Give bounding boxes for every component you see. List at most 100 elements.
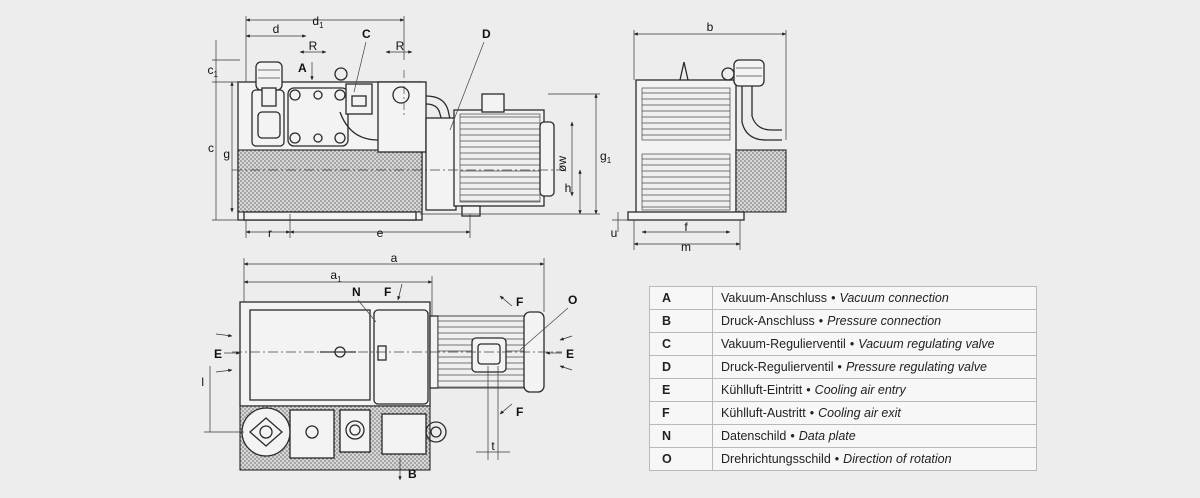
dim-r: r <box>268 226 272 240</box>
legend-german: Kühlluft-Eintritt <box>721 383 803 397</box>
legend-key: F <box>649 401 713 425</box>
legend-separator: • <box>837 360 842 374</box>
legend-key: O <box>649 447 713 471</box>
cover-bolts <box>289 89 346 144</box>
dim-g: g <box>223 147 230 161</box>
dim-g1: g1 <box>600 149 612 165</box>
dim-d: d <box>273 22 280 36</box>
callout-E-right: E <box>566 347 574 361</box>
top-view-dimensions: a a1 l t <box>201 251 545 460</box>
dim-f: f <box>684 220 688 234</box>
motor <box>453 93 555 217</box>
valve-block <box>377 81 427 153</box>
dim-l: l <box>201 375 204 389</box>
callout-F-motor-bottom: F <box>516 405 523 419</box>
front-view <box>232 61 562 221</box>
callout-N: N <box>352 285 361 299</box>
dim-u: u <box>611 226 618 240</box>
legend-english: Pressure connection <box>827 314 942 328</box>
dim-h: h <box>565 181 572 195</box>
dim-R-right: R <box>396 39 405 53</box>
legend-german: Druck-Regulierventil <box>721 360 834 374</box>
legend-separator: • <box>849 337 855 351</box>
legend-key: A <box>649 286 713 310</box>
legend-english: Data plate <box>798 429 856 443</box>
front-view-callouts: C D A <box>298 27 491 131</box>
side-connection <box>733 59 765 87</box>
dim-ow: øw <box>555 156 569 172</box>
top-filter <box>241 407 291 457</box>
dim-a: a <box>391 251 398 265</box>
legend-description: Drehrichtungsschild•Direction of rotatio… <box>712 447 1037 471</box>
legend-description: Datenschild•Data plate <box>712 424 1037 448</box>
legend-description: Vakuum-Regulierventil•Vacuum regulating … <box>712 332 1037 356</box>
legend-german: Vakuum-Anschluss <box>721 291 828 305</box>
legend-separator: • <box>831 291 836 305</box>
dim-m: m <box>681 240 691 254</box>
dim-R-left: R <box>309 39 318 53</box>
legend-english: Cooling air exit <box>818 406 901 420</box>
legend-key: B <box>649 309 713 333</box>
legend-key: C <box>649 332 713 356</box>
side-view <box>627 59 787 221</box>
pressure-regulating-valve <box>425 117 457 211</box>
callout-F-top: F <box>384 285 391 299</box>
legend-separator: • <box>806 383 811 397</box>
callout-O: O <box>568 293 577 307</box>
callout-E-left: E <box>214 347 222 361</box>
legend-separator: • <box>834 452 840 466</box>
side-oil-sump <box>735 149 787 213</box>
dim-t: t <box>491 439 495 453</box>
callout-D: D <box>482 27 491 41</box>
legend-english: Vacuum connection <box>839 291 949 305</box>
legend-german: Drehrichtungsschild <box>721 452 831 466</box>
legend-separator: • <box>818 314 824 328</box>
legend-german: Vakuum-Regulierventil <box>721 337 846 351</box>
top-view <box>232 301 562 471</box>
callout-F-motor-top: F <box>516 295 523 309</box>
terminal-box <box>471 337 507 373</box>
callout-A: A <box>298 61 307 75</box>
legend-description: Druck-Regulierventil•Pressure regulating… <box>712 355 1037 379</box>
data-plate <box>373 309 429 405</box>
legend-description: Kühlluft-Eintritt•Cooling air entry <box>712 378 1037 402</box>
legend-german: Kühlluft-Austritt <box>721 406 806 420</box>
legend-key: E <box>649 378 713 402</box>
cover-plate <box>287 87 349 147</box>
vacuum-connection <box>255 61 283 107</box>
legend-description: Kühlluft-Austritt•Cooling air exit <box>712 401 1037 425</box>
dim-b: b <box>707 20 714 34</box>
front-view-dimensions: d1 d R R c1 c g g1 øw h r e <box>208 14 612 240</box>
legend-english: Vacuum regulating valve <box>858 337 995 351</box>
dim-c: c <box>208 141 214 155</box>
legend-description: Druck-Anschluss•Pressure connection <box>712 309 1037 333</box>
legend-german: Datenschild <box>721 429 787 443</box>
oil-sump <box>237 149 423 213</box>
legend-row-a: A Vakuum-Anschluss•Vacuum connection <box>649 286 1037 310</box>
legend-english: Direction of rotation <box>843 452 952 466</box>
side-view-dimensions: b u f m <box>611 20 787 254</box>
callout-B: B <box>408 467 417 481</box>
base-foot <box>243 211 417 221</box>
callout-C: C <box>362 27 371 41</box>
legend-german: Druck-Anschluss <box>721 314 815 328</box>
vacuum-regulating-valve <box>334 67 373 115</box>
legend-key: N <box>649 424 713 448</box>
dim-a1: a1 <box>330 268 342 284</box>
legend-separator: • <box>809 406 815 420</box>
legend-english: Cooling air entry <box>814 383 906 397</box>
legend-separator: • <box>790 429 795 443</box>
pressure-pipe <box>425 95 453 129</box>
legend-key: D <box>649 355 713 379</box>
dim-c1: c1 <box>208 63 219 79</box>
